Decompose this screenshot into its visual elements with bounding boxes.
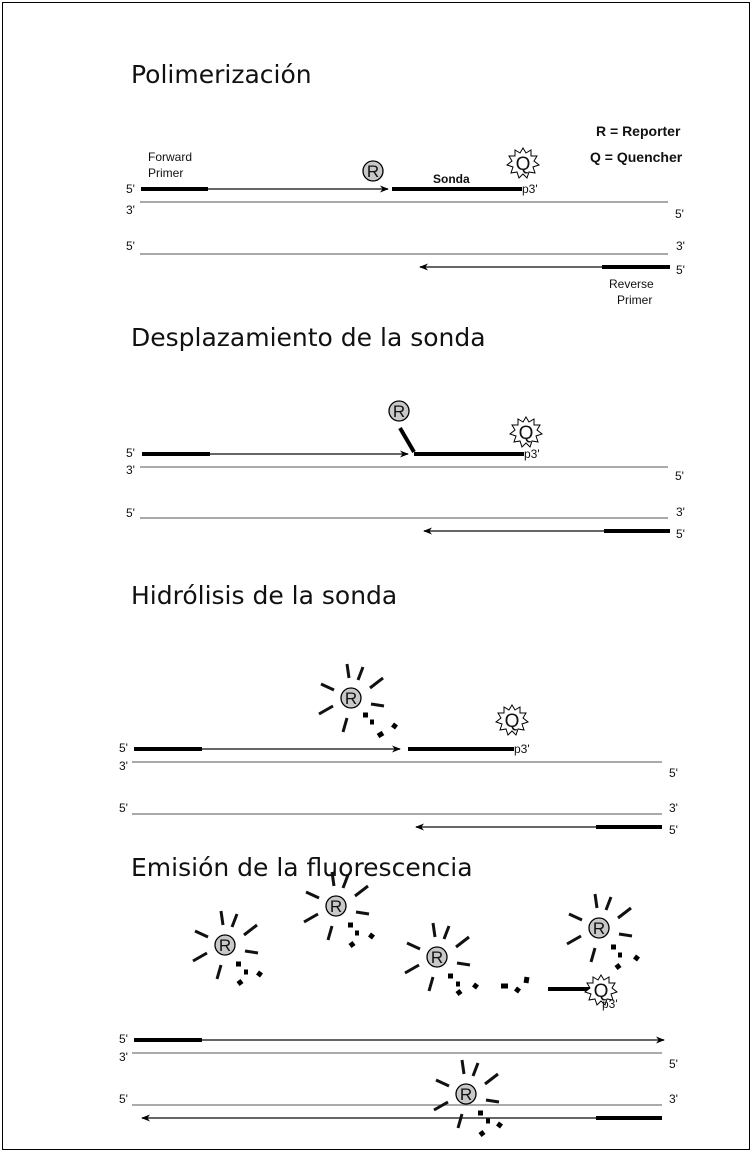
five-prime-label: 5' [669, 766, 678, 780]
five-prime-label: 5' [119, 1092, 128, 1106]
forward-primer-label-2: Primer [148, 166, 183, 180]
svg-text:R: R [393, 402, 405, 421]
probe-fragments [236, 961, 263, 986]
legend-quencher: Q = Quencher [590, 149, 683, 165]
svg-text:R: R [431, 948, 443, 967]
probe-fragments [478, 1110, 503, 1137]
three-prime-label: 3' [676, 239, 685, 253]
p3-label: p3' [522, 182, 538, 196]
probe-fragments [348, 922, 375, 948]
quencher-star-icon: Q [506, 147, 540, 179]
five-prime-label: 5' [669, 1057, 678, 1071]
emission-rays-icon: R [565, 892, 634, 964]
svg-text:R: R [593, 919, 605, 938]
five-prime-label: 5' [119, 801, 128, 815]
reverse-primer-label-2: Primer [617, 293, 652, 307]
displaced-probe-flap [398, 426, 416, 454]
emission-rays-icon: R [403, 921, 472, 993]
heading-desplazamiento: Desplazamiento de la sonda [131, 323, 486, 352]
heading-emision: Emisión de la fluorescencia [131, 853, 473, 882]
quencher-star-icon: Q [584, 974, 618, 1006]
strand-group-2: R Q 5' p3' 3' 5' 5' 3' 5' [126, 400, 685, 541]
svg-text:Q: Q [505, 711, 520, 732]
emission-rays-icon: R [432, 1058, 501, 1130]
five-prime-label: 5' [126, 239, 135, 253]
p3-label: p3' [514, 742, 530, 756]
reporter-circle-icon: R [362, 160, 384, 182]
five-prime-label: 5' [119, 1032, 128, 1046]
quencher-star-icon: Q [495, 704, 529, 736]
five-prime-label: 5' [126, 506, 135, 520]
forward-primer-label-1: Forward [148, 150, 192, 164]
five-prime-label: 5' [676, 527, 685, 541]
probe-fragments [448, 973, 530, 996]
svg-text:R: R [330, 897, 342, 916]
svg-text:R: R [345, 689, 357, 708]
probe-fragments [363, 712, 398, 739]
emission-rays-icon: R [302, 870, 371, 942]
svg-text:Q: Q [516, 154, 531, 175]
strand-group-1: 5' Sonda R Q p3' 3' 5' 5' 3' 5' Reverse [126, 147, 685, 307]
five-prime-label: 5' [119, 741, 128, 755]
strand-group-3: R Q 5' p3' 3' 5' 5' 3' [119, 662, 678, 837]
three-prime-label: 3' [119, 1050, 128, 1064]
five-prime-label: 5' [676, 263, 685, 277]
reporter-circle-icon: R [388, 400, 410, 422]
quencher-star-icon: Q [509, 416, 543, 448]
p3-label: p3' [602, 997, 618, 1011]
five-prime-label: 5' [675, 207, 684, 221]
three-prime-label: 3' [669, 1092, 678, 1106]
emission-rays-icon: R [317, 662, 386, 734]
sonda-label: Sonda [433, 172, 470, 186]
five-prime-label: 5' [126, 182, 135, 196]
svg-text:R: R [460, 1085, 472, 1104]
three-prime-label: 3' [126, 203, 135, 217]
heading-hidrolisis: Hidrólisis de la sonda [131, 581, 397, 610]
svg-text:R: R [219, 936, 231, 955]
five-prime-label: 5' [669, 823, 678, 837]
heading-polimerizacion: Polimerización [131, 60, 312, 89]
svg-text:Q: Q [519, 423, 534, 444]
svg-text:R: R [367, 162, 379, 181]
emission-rays-icon: R [191, 909, 260, 981]
five-prime-label: 5' [126, 446, 135, 460]
p3-label: p3' [524, 447, 540, 461]
three-prime-label: 3' [669, 801, 678, 815]
svg-text:Q: Q [594, 981, 609, 1002]
reverse-primer-label-1: Reverse [609, 277, 654, 291]
legend-reporter: R = Reporter [596, 123, 681, 139]
three-prime-label: 3' [676, 505, 685, 519]
five-prime-label: 5' [675, 469, 684, 483]
strand-group-4: R R R [119, 870, 678, 1137]
three-prime-label: 3' [126, 463, 135, 477]
probe-fragments [611, 944, 640, 970]
three-prime-label: 3' [119, 759, 128, 773]
